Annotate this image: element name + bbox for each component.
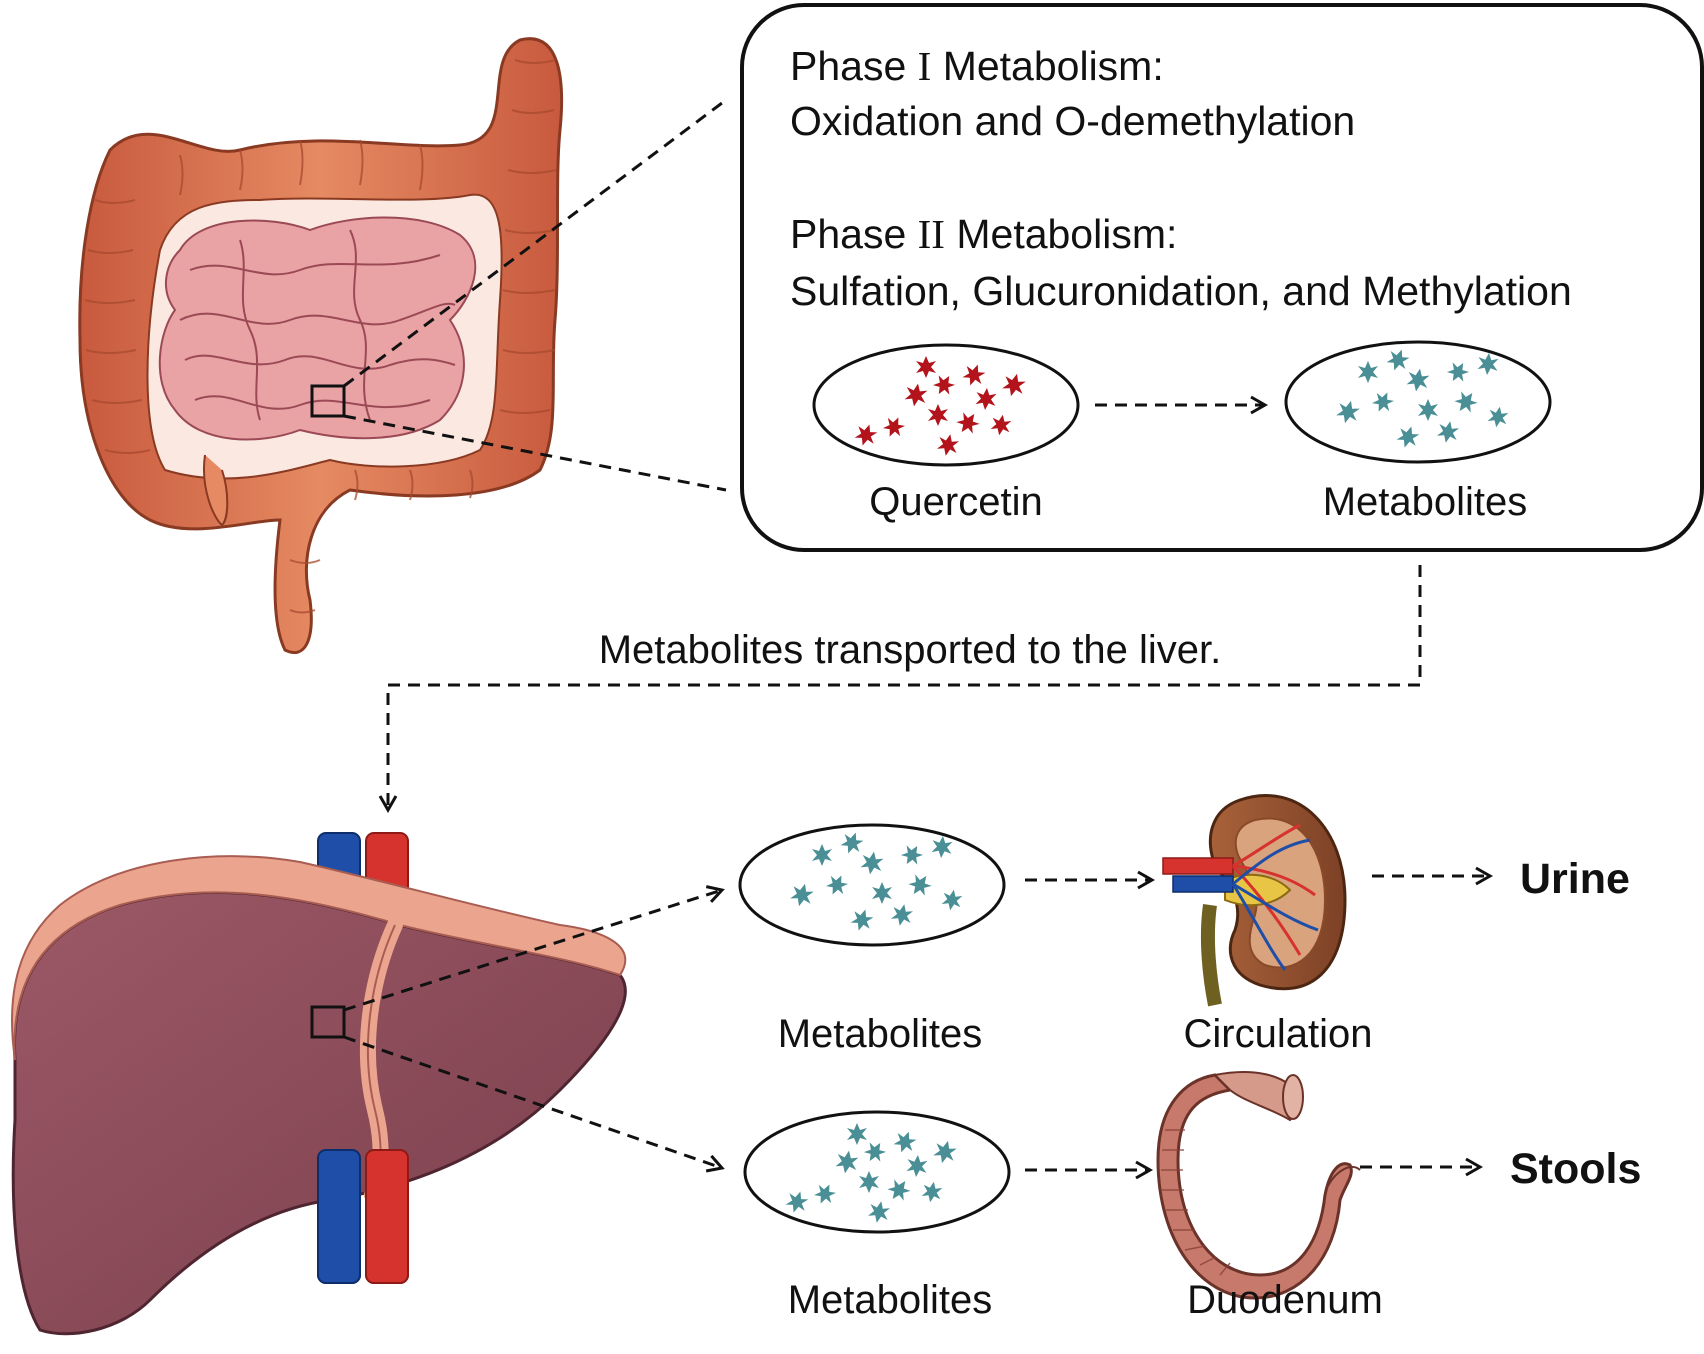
phase1-title: Phase I Metabolism:: [790, 43, 1164, 89]
phase1-description: Oxidation and O-demethylation: [790, 98, 1355, 144]
quercetin-ellipse: [812, 343, 1080, 467]
quercetin-label: Quercetin: [869, 480, 1042, 524]
circulation-label: Circulation: [1184, 1012, 1373, 1056]
zoom-line-lower: [343, 414, 727, 492]
intestine-illustration: [78, 37, 564, 654]
phase-metabolites-ellipse: [1284, 340, 1552, 464]
transport-label: Metabolites transported to the liver.: [599, 628, 1222, 672]
duodenum-illustration: [1156, 1071, 1361, 1300]
pathway-top: Urine Metabolites Circulation: [738, 794, 1630, 1056]
pathway-bottom: Stools Metabolites Duodenum: [743, 1071, 1641, 1322]
liver-zoom-square: [310, 1005, 346, 1039]
stools-label: Stools: [1510, 1145, 1641, 1193]
phase-metabolites-label: Metabolites: [1323, 480, 1528, 524]
bottom-metabolites-ellipse: [743, 1110, 1011, 1234]
transport-connector: Metabolites transported to the liver.: [388, 565, 1422, 810]
liver-illustration: [11, 832, 627, 1336]
liver-arrow-bottom: [343, 1035, 722, 1168]
top-metabolites-label: Metabolites: [778, 1012, 983, 1056]
urine-label: Urine: [1520, 855, 1630, 903]
phase2-title: Phase II Metabolism:: [790, 211, 1177, 257]
phase-metabolism-box: Phase I Metabolism: Oxidation and O-deme…: [740, 3, 1704, 552]
intestine-zoom-square: [310, 384, 346, 418]
top-metabolites-ellipse: [738, 823, 1006, 947]
liver-arrow-top: [343, 890, 722, 1012]
duodenum-label: Duodenum: [1187, 1278, 1383, 1322]
phase2-description: Sulfation, Glucuronidation, and Methylat…: [790, 268, 1572, 314]
bottom-metabolites-label: Metabolites: [788, 1278, 993, 1322]
kidney-illustration: [1162, 794, 1347, 1007]
